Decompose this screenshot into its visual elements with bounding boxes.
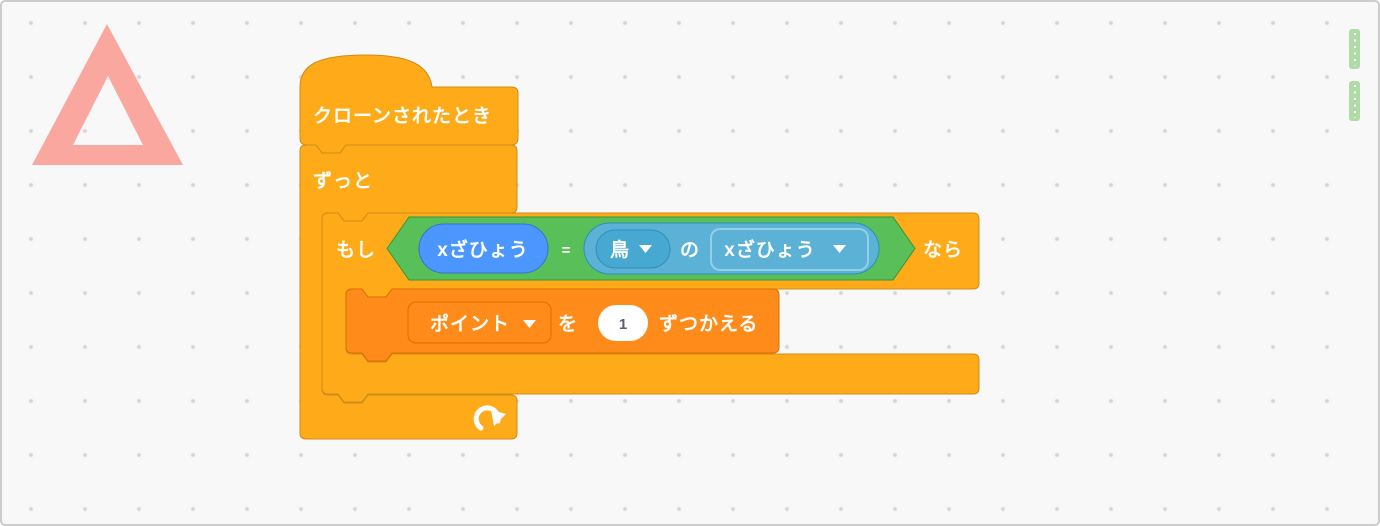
triangle-watermark [32,24,183,165]
chevron-down-icon [833,245,846,253]
sensing-of-reporter[interactable]: 鳥 の xざひょう [583,222,880,275]
property-dropdown[interactable]: xざひょう [710,228,869,271]
forever-block[interactable]: ずっと [299,144,518,440]
variable-dropdown-value: ポイント [430,312,510,335]
sprite-dropdown-value: 鳥 [610,238,630,261]
loop-arrow-icon [473,405,506,431]
chevron-down-icon [523,320,536,328]
variable-dropdown[interactable]: ポイント [407,301,552,344]
value-input-text: 1 [619,316,627,333]
of-label: の [680,240,700,261]
change-variable-block[interactable]: ポイント を 1 ずつかえる [345,288,780,362]
sprite-dropdown[interactable]: 鳥 [595,229,671,269]
if-label: もし [336,239,376,261]
hat-block-when-cloned[interactable]: クローンされたとき [299,54,519,154]
value-input[interactable]: 1 [598,305,648,341]
then-label: なら [923,239,963,261]
x-position-shape[interactable] [418,223,549,274]
hat-block-label: クローンされたとき [313,105,492,127]
forever-block-label: ずっと [313,170,373,192]
particle-label: を [558,313,578,335]
hat-block-shape[interactable] [299,54,519,154]
change-suffix-label: ずつかえる [659,313,758,335]
x-position-label: xざひょう [437,238,529,261]
block-fragment[interactable] [1349,29,1360,69]
forever-block-shape[interactable] [299,144,518,440]
property-dropdown-value: xざひょう [724,238,816,261]
block-fragment[interactable] [1349,81,1360,121]
equals-sign: = [562,242,571,259]
chevron-down-icon [639,245,652,253]
x-position-reporter[interactable]: xざひょう [418,223,549,274]
